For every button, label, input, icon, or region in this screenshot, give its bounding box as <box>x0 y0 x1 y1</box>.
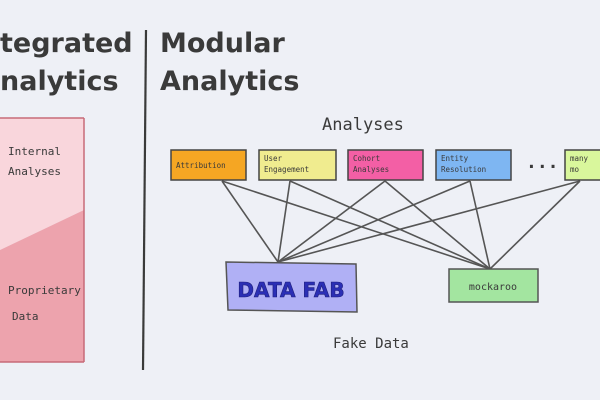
integrated-title-line1: tegrated <box>0 28 133 59</box>
ellipsis: ... <box>526 152 559 173</box>
data-fab-source: DATA FAB <box>225 261 358 313</box>
proprietary-label-line2: Data <box>12 310 39 323</box>
internal-analyses-block <box>0 118 84 250</box>
modular-title-line1: Modular <box>160 28 285 59</box>
analysis-box-shape <box>258 149 337 181</box>
analysis-box-attribution: Attribution <box>170 149 247 181</box>
analysis-box-label-line1: Cohort <box>353 154 380 163</box>
analysis-box-label-line1: User <box>264 154 283 163</box>
analysis-box-many: many mo <box>564 149 600 181</box>
analysis-box-shape <box>564 149 600 181</box>
panel-divider <box>141 29 148 371</box>
connection-lines <box>221 180 581 270</box>
analysis-box-shape <box>170 149 247 181</box>
analysis-box-shape <box>435 149 512 181</box>
analysis-box-label-line2: Analyses <box>353 165 389 174</box>
connection-line <box>489 180 581 270</box>
internal-label-line2: Analyses <box>8 165 61 178</box>
fake-data-label: Fake Data <box>333 336 409 352</box>
integrated-title-line2: nalytics <box>0 66 119 97</box>
proprietary-label-line1: Proprietary <box>8 284 81 297</box>
connection-line <box>221 180 491 270</box>
data-fab-label: DATA FAB <box>237 278 344 302</box>
connection-line <box>469 180 491 270</box>
analysis-box-label-line2: Engagement <box>264 165 309 174</box>
connection-line <box>384 180 491 270</box>
modular-title-line2: Analytics <box>160 66 300 97</box>
connection-line <box>221 180 279 263</box>
analysis-box-shape <box>347 149 424 181</box>
mockaroo-source: mockaroo <box>448 268 539 303</box>
analysis-box-label-line1: Entity <box>441 154 469 163</box>
analysis-boxes: AttributionUserEngagementCohortAnalysesE… <box>170 149 600 181</box>
mockaroo-box <box>448 268 539 303</box>
connection-line <box>289 180 491 270</box>
proprietary-data-block <box>0 210 84 362</box>
connection-line <box>277 180 581 263</box>
connection-line <box>277 180 471 263</box>
analysis-box-label-line2: mo <box>570 165 580 174</box>
analysis-box-label-line1: many <box>570 154 589 163</box>
data-fab-box <box>225 261 358 313</box>
analysis-box-label-line1: Attribution <box>176 161 226 170</box>
connection-line <box>277 180 386 263</box>
connection-line <box>277 180 291 263</box>
mockaroo-label: mockaroo <box>469 282 517 293</box>
internal-label-line1: Internal <box>8 145 61 158</box>
analyses-label: Analyses <box>322 115 404 135</box>
analysis-box-label-line2: Resolution <box>441 165 486 174</box>
